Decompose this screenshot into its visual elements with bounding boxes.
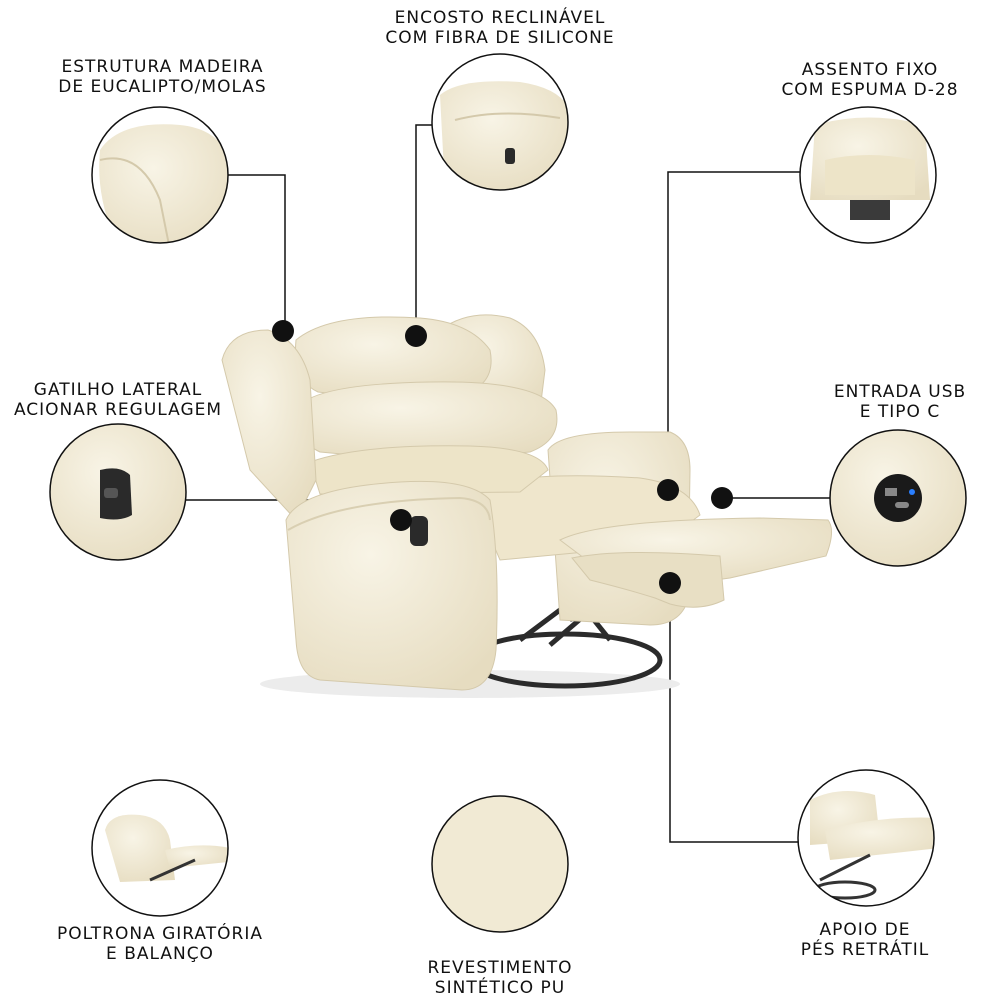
connector-structure: [228, 174, 286, 330]
dot-trigger: [390, 509, 412, 531]
label-footrest-line2: PÉS RETRÁTIL: [800, 940, 930, 960]
label-cover-line2: SINTÉTICO PU: [434, 978, 566, 998]
label-usb-line1: ENTRADA USB: [833, 382, 967, 402]
connector-seat: [667, 171, 800, 490]
label-usb-line2: E TIPO C: [859, 402, 941, 422]
dot-usb: [711, 487, 733, 509]
label-seat-line1: ASSENTO FIXO: [801, 60, 939, 80]
label-backrest: ENCOSTO RECLINÁVEL COM FIBRA DE SILICONE: [370, 8, 630, 48]
label-swivel-line2: E BALANÇO: [106, 944, 214, 964]
detail-footrest: [797, 769, 935, 907]
label-usb: ENTRADA USB E TIPO C: [815, 382, 985, 422]
detail-backrest: [431, 53, 569, 191]
connector-footrest: [669, 585, 800, 843]
label-cover: REVESTIMENTO SINTÉTICO PU: [400, 958, 600, 998]
detail-seat: [799, 106, 937, 244]
dot-footrest: [659, 572, 681, 594]
label-structure: ESTRUTURA MADEIRA DE EUCALIPTO/MOLAS: [40, 57, 285, 97]
recliner-chair: [221, 314, 832, 698]
label-cover-line1: REVESTIMENTO: [427, 958, 573, 978]
label-structure-line2: DE EUCALIPTO/MOLAS: [58, 77, 267, 97]
label-backrest-line2: COM FIBRA DE SILICONE: [385, 28, 615, 48]
dot-seat: [657, 479, 679, 501]
label-trigger: GATILHO LATERAL ACIONAR REGULAGEM: [0, 380, 236, 420]
label-swivel: POLTRONA GIRATÓRIA E BALANÇO: [40, 924, 280, 964]
label-seat-line2: COM ESPUMA D-28: [781, 80, 959, 100]
label-trigger-line2: ACIONAR REGULAGEM: [13, 400, 223, 420]
connector-lines: [186, 124, 830, 843]
detail-usb: [829, 429, 967, 567]
label-swivel-line1: POLTRONA GIRATÓRIA: [57, 924, 263, 944]
connector-backrest: [415, 124, 432, 336]
label-backrest-line1: ENCOSTO RECLINÁVEL: [394, 8, 606, 28]
label-footrest-line1: APOIO DE: [819, 920, 911, 940]
label-structure-line1: ESTRUTURA MADEIRA: [61, 57, 264, 77]
dot-structure: [272, 320, 294, 342]
marker-dots: [272, 320, 733, 594]
label-footrest: APOIO DE PÉS RETRÁTIL: [790, 920, 940, 960]
label-trigger-line1: GATILHO LATERAL: [33, 380, 203, 400]
dot-backrest: [405, 325, 427, 347]
detail-cover: [431, 795, 569, 933]
detail-swivel: [91, 779, 229, 917]
detail-structure: [91, 106, 229, 244]
label-seat: ASSENTO FIXO COM ESPUMA D-28: [765, 60, 975, 100]
detail-trigger: [49, 423, 187, 561]
